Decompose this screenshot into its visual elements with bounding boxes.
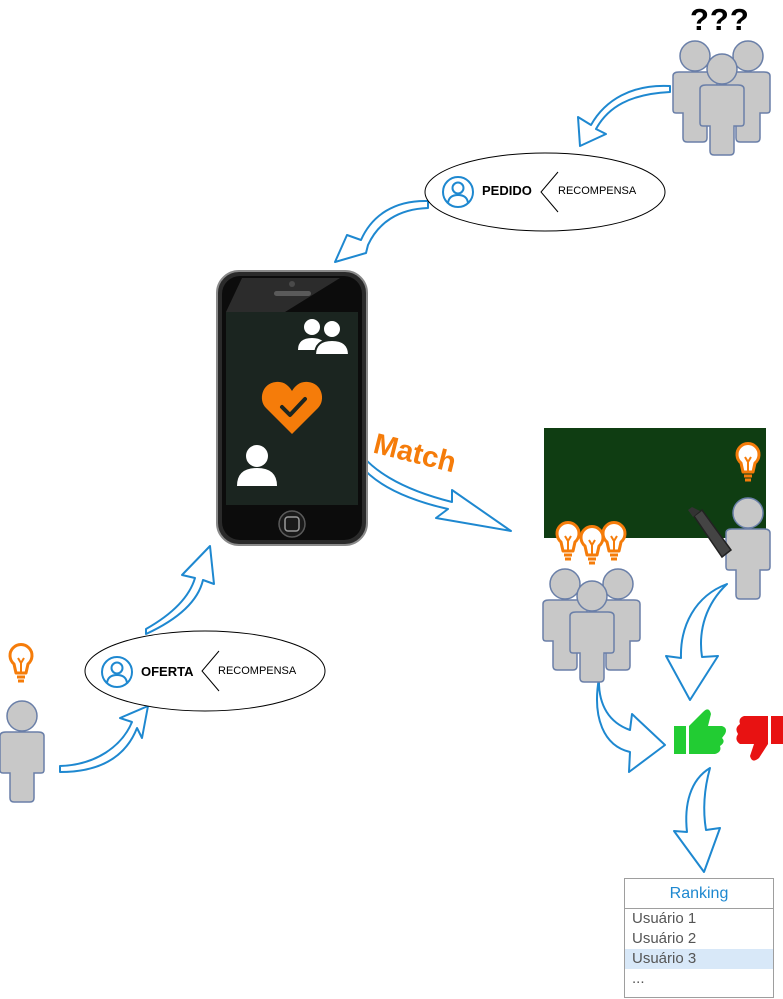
thumbs-up-icon — [674, 709, 726, 754]
ranking-item[interactable]: ... — [632, 970, 645, 987]
chalkboard — [544, 428, 766, 538]
thumbs-down-icon — [736, 716, 783, 761]
arrow-person-to-oferta — [59, 705, 149, 773]
lightbulb-icon — [579, 525, 605, 565]
ranking-item[interactable]: Usuário 2 — [632, 930, 697, 947]
oferta-label: OFERTA — [141, 664, 194, 679]
arrow-feedback-to-ranking — [673, 767, 721, 873]
pedido-reward-label: RECOMPENSA — [558, 185, 637, 197]
ranking-title: Ranking — [625, 879, 773, 909]
heart-check-icon — [261, 381, 323, 434]
ranking-item[interactable]: Usuário 1 — [632, 910, 697, 927]
crowd-top — [672, 40, 771, 156]
unknown-users-label: ??? — [690, 2, 750, 37]
arrow-presenter-to-feedback — [665, 583, 728, 701]
user-icon — [237, 445, 277, 486]
users-icon — [298, 319, 351, 356]
ranking-item-selected[interactable]: Usuário 3 — [625, 949, 773, 969]
user-icon — [101, 656, 133, 688]
arrow-top-right — [577, 84, 671, 147]
ranking-list: Ranking Usuário 1 Usuário 2 Usuário 3 ..… — [624, 878, 774, 998]
oferta-bubble — [84, 630, 326, 712]
audience-group — [542, 521, 641, 683]
arrow-pedido-to-phone — [334, 199, 429, 263]
arrow-match — [347, 439, 512, 532]
lightbulb-icon — [555, 521, 581, 561]
lightbulb-icon — [8, 643, 34, 683]
marker-icon — [688, 507, 733, 559]
presenter — [688, 442, 771, 600]
oferta-reward-label: RECOMPENSA — [218, 665, 297, 677]
offering-person — [0, 643, 45, 803]
user-icon — [442, 176, 474, 208]
pedido-label: PEDIDO — [482, 183, 532, 198]
smartphone-icon — [216, 270, 368, 546]
arrow-group-to-feedback — [596, 677, 666, 773]
arrow-oferta-to-phone — [145, 545, 215, 635]
pedido-bubble — [424, 152, 666, 232]
lightbulb-icon — [601, 521, 627, 561]
